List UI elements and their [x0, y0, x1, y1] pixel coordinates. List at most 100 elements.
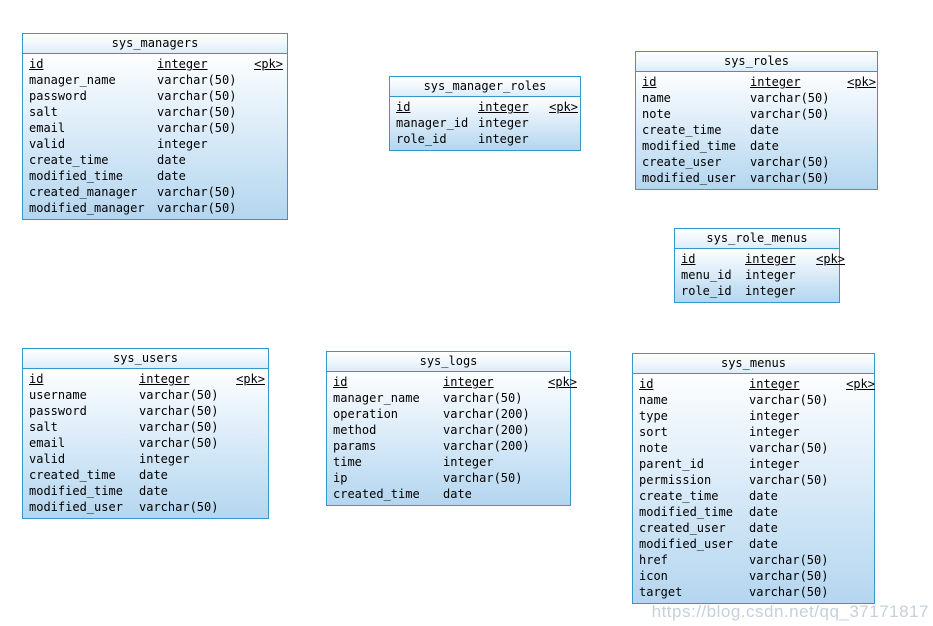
attribute-key-marker	[543, 438, 577, 454]
attribute-type-text: integer	[443, 375, 494, 389]
entity-title: sys_role_menus	[675, 229, 839, 249]
attribute-type: varchar(50)	[443, 470, 543, 486]
attribute-name-text: permission	[639, 473, 712, 487]
attribute-type: varchar(50)	[749, 472, 841, 488]
attribute-type: varchar(50)	[157, 120, 249, 136]
attribute-key-marker	[543, 486, 577, 502]
attribute-name: manager_name	[29, 72, 157, 88]
attribute-type-text: varchar(50)	[139, 500, 219, 514]
attribute-type-text: integer	[139, 452, 190, 466]
attribute-type: varchar(50)	[749, 440, 841, 456]
attribute-type-text: date	[157, 169, 186, 183]
attribute-type: date	[157, 152, 249, 168]
attribute-type-text: varchar(50)	[749, 393, 829, 407]
attribute-type-text: varchar(50)	[157, 89, 237, 103]
attribute-type-text: integer	[157, 57, 208, 71]
attribute-key-marker	[249, 184, 283, 200]
attribute-type-text: date	[750, 139, 779, 153]
attribute-type-text: integer	[478, 132, 529, 146]
attribute-name-text: type	[639, 409, 668, 423]
primary-key-marker-text: <pk>	[549, 100, 578, 114]
attribute-key-marker	[841, 584, 875, 600]
attribute-type: integer	[745, 267, 811, 283]
attribute-key-marker	[842, 154, 876, 170]
attribute-type-text: integer	[750, 75, 801, 89]
attribute-type-text: date	[139, 484, 168, 498]
attribute-name: target	[639, 584, 749, 600]
attribute-key-marker	[841, 440, 875, 456]
attribute-name: salt	[29, 104, 157, 120]
attribute-name: note	[639, 440, 749, 456]
attribute-type: varchar(50)	[750, 106, 842, 122]
attribute-name: manager_name	[333, 390, 443, 406]
attribute-name-text: email	[29, 436, 66, 450]
attribute-key-marker	[544, 131, 578, 147]
attribute-name: id	[639, 376, 749, 392]
attribute-key-marker	[231, 387, 265, 403]
attribute-row: permission varchar(50)	[633, 472, 874, 488]
attribute-key-marker: <pk>	[543, 374, 577, 390]
attribute-key-marker: <pk>	[231, 371, 265, 387]
entity-title: sys_menus	[633, 354, 874, 374]
attribute-key-marker	[231, 435, 265, 451]
attribute-type: varchar(50)	[139, 499, 231, 515]
attribute-name: modified_user	[642, 170, 750, 186]
primary-key-marker-text: <pk>	[236, 372, 265, 386]
attribute-type-text: integer	[749, 377, 800, 391]
attribute-type-text: integer	[157, 137, 208, 151]
attribute-key-marker	[249, 136, 283, 152]
attribute-key-marker	[249, 168, 283, 184]
attribute-name: method	[333, 422, 443, 438]
attribute-type-text: date	[750, 123, 779, 137]
attribute-key-marker	[249, 88, 283, 104]
attribute-key-marker	[842, 122, 876, 138]
attribute-key-marker	[231, 467, 265, 483]
attribute-type: date	[750, 138, 842, 154]
attribute-key-marker	[811, 267, 845, 283]
attribute-type: varchar(50)	[157, 200, 249, 216]
attribute-name-text: target	[639, 585, 683, 599]
attribute-name: create_time	[639, 488, 749, 504]
attribute-type-text: varchar(50)	[157, 185, 237, 199]
attribute-type: integer	[749, 424, 841, 440]
attribute-type: integer	[749, 408, 841, 424]
attribute-name-text: parent_id	[639, 457, 705, 471]
attribute-name-text: created_user	[639, 521, 726, 535]
attribute-type: varchar(50)	[157, 88, 249, 104]
attribute-key-marker	[231, 451, 265, 467]
attribute-type-text: integer	[478, 100, 529, 114]
attribute-name: role_id	[396, 131, 478, 147]
attribute-name: modified_user	[29, 499, 139, 515]
attribute-type: integer	[750, 74, 842, 90]
attribute-type: date	[749, 520, 841, 536]
attribute-name: created_time	[29, 467, 139, 483]
attribute-key-marker	[841, 520, 875, 536]
attribute-name: params	[333, 438, 443, 454]
attribute-type-text: integer	[749, 425, 800, 439]
attribute-key-marker: <pk>	[811, 251, 845, 267]
attribute-name: id	[642, 74, 750, 90]
attribute-type-text: integer	[745, 252, 796, 266]
